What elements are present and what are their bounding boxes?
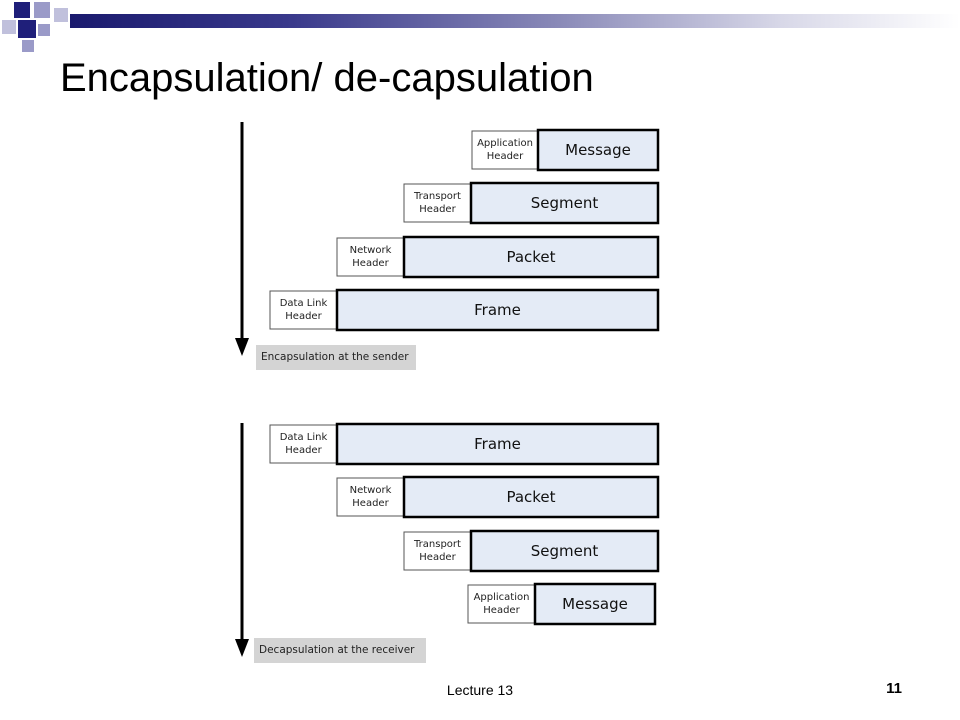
dec-header-box xyxy=(403,531,472,571)
deco-square-3 xyxy=(54,8,68,22)
enc-payload-text: Segment xyxy=(531,194,599,212)
enc-header-text: Header xyxy=(487,151,524,162)
dec-payload-text: Packet xyxy=(506,488,555,506)
deco-square-7 xyxy=(22,40,34,52)
enc-payload-text: Message xyxy=(565,141,631,159)
encapsulation-arrow xyxy=(235,122,249,356)
slide-title: Encapsulation/ de-capsulation xyxy=(60,56,594,100)
enc-header-box xyxy=(403,183,472,223)
deco-square-1 xyxy=(14,2,30,18)
enc-header-text: Network xyxy=(350,245,392,256)
enc-payload-box xyxy=(335,288,660,332)
dec-header-text: Data Link xyxy=(280,432,328,443)
dec-payload-box xyxy=(533,582,657,626)
dec-payload-text: Message xyxy=(562,595,628,613)
enc-payload-text: Packet xyxy=(506,248,555,266)
enc-header-text: Header xyxy=(285,311,322,322)
dec-payload-box xyxy=(402,475,660,519)
enc-payload-box xyxy=(469,181,660,225)
deco-square-6 xyxy=(38,24,50,36)
deco-square-2 xyxy=(34,2,50,18)
dec-header-text: Transport xyxy=(413,539,461,550)
enc-payload-box xyxy=(402,235,660,279)
enc-header-text: Header xyxy=(419,204,456,215)
dec-header-box xyxy=(336,477,405,517)
dec-header-text: Network xyxy=(350,485,392,496)
enc-header-box xyxy=(471,130,539,170)
encapsulation-label: Encapsulation at the sender xyxy=(256,345,416,370)
slide-number: 11 xyxy=(886,680,902,697)
dec-header-box xyxy=(467,584,536,624)
enc-header-box xyxy=(269,290,338,330)
decapsulation-label: Decapsulation at the receiver xyxy=(254,638,426,663)
enc-header-text: Application xyxy=(477,138,533,149)
enc-header-box xyxy=(336,237,405,277)
dec-header-text: Header xyxy=(352,498,389,509)
dec-payload-text: Frame xyxy=(474,435,521,453)
deco-square-5 xyxy=(18,20,36,38)
dec-payload-box xyxy=(335,422,660,466)
enc-header-text: Transport xyxy=(413,191,461,202)
footer-lecture: Lecture 13 xyxy=(446,682,514,698)
enc-payload-text: Frame xyxy=(474,301,521,319)
enc-payload-box xyxy=(536,128,660,172)
dec-header-text: Application xyxy=(474,592,530,603)
dec-header-text: Header xyxy=(285,445,322,456)
decapsulation-arrow xyxy=(235,423,249,657)
deco-square-4 xyxy=(2,20,16,34)
dec-header-text: Header xyxy=(419,552,456,563)
dec-payload-text: Segment xyxy=(531,542,599,560)
header-gradient-bar xyxy=(70,14,960,28)
enc-header-text: Header xyxy=(352,258,389,269)
dec-header-box xyxy=(269,424,338,464)
enc-header-text: Data Link xyxy=(280,298,328,309)
dec-header-text: Header xyxy=(483,605,520,616)
dec-payload-box xyxy=(469,529,660,573)
